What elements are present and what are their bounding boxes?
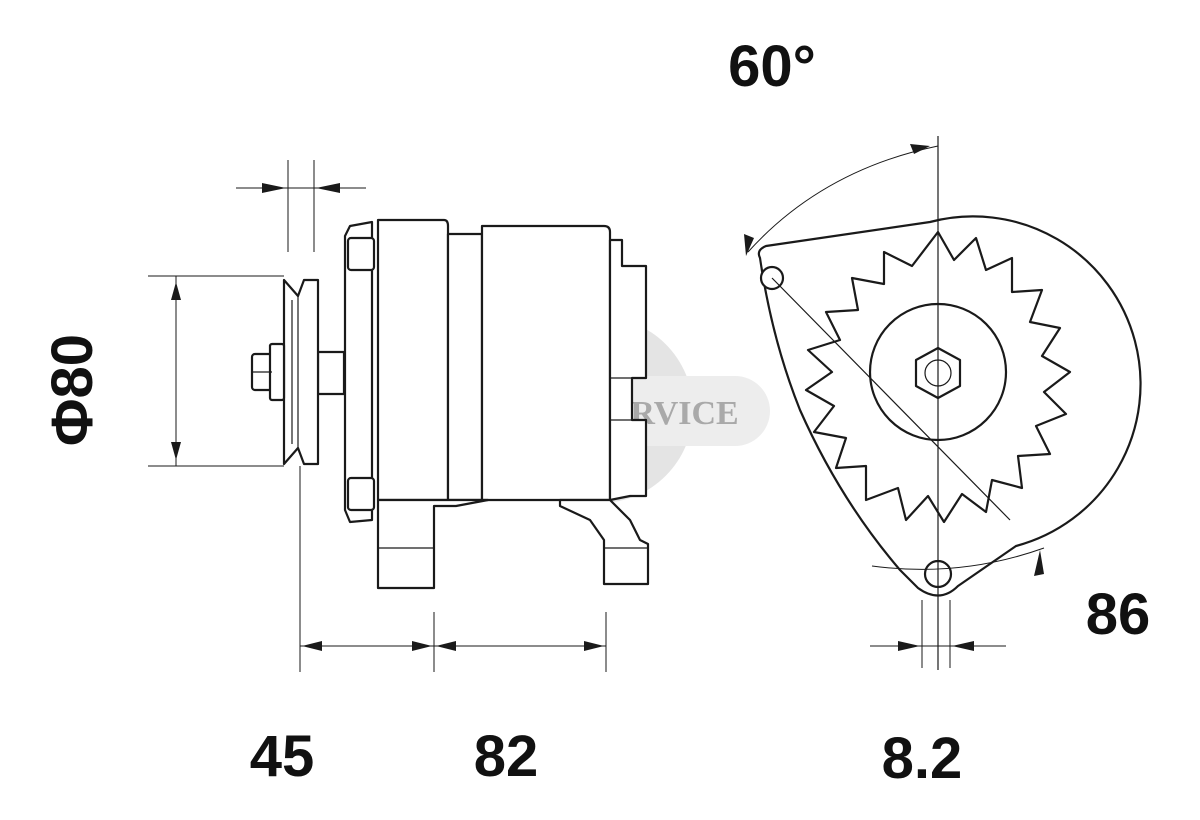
rear-mounting-foot [558,498,650,586]
alternator-side-view [250,218,650,590]
label-8-2: 8.2 [882,726,963,791]
arrow-82-right [584,641,604,651]
angle-arc [747,145,939,253]
mount-centerline [771,277,1011,521]
label-86: 86 [1086,582,1151,647]
flange-tab-top [346,236,376,272]
flange-tab-bottom [346,476,376,512]
arrow-45-left [302,641,322,651]
stator-spacer [446,232,484,502]
rear-housing [480,224,612,502]
front-mounting-foot [376,498,490,590]
angle-arrow-top [910,144,930,154]
dia-arrow-bottom [171,442,181,460]
hole-arrow-right [952,641,974,651]
arrow-45-right [412,641,432,651]
front-view-dimensions [744,144,1045,668]
label-45: 45 [250,724,315,789]
dia-arrow-top [171,282,181,300]
belt-arrow-left [262,183,286,193]
front-housing [376,218,450,502]
alternator-front-view [757,136,1142,670]
arrow-82-left [436,641,456,651]
radius-arc [871,547,1045,570]
angle-arrow-bottom [744,234,754,256]
pulley-washer [268,342,286,402]
label-82: 82 [474,724,539,789]
side-view-dimensions [148,160,607,672]
front-flange [343,220,374,524]
label-angle-60: 60° [728,34,816,99]
drive-shaft [316,350,346,396]
rear-cover [608,238,648,502]
hole-arrow-left [898,641,920,651]
label-diameter-80: Φ80 [40,334,105,446]
radius-arrow [1034,550,1044,576]
belt-arrow-right [316,183,340,193]
v-belt-pulley [282,278,320,466]
